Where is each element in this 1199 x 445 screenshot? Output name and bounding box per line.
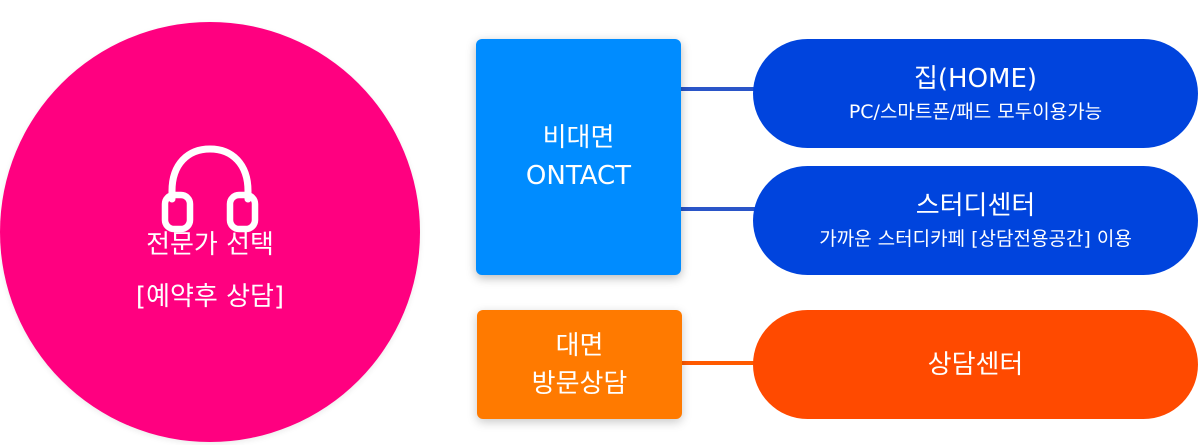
home-title: 집(HOME)	[913, 63, 1038, 94]
face-to-face-box: 대면 방문상담	[477, 310, 682, 419]
counsel-center-pill: 상담센터	[753, 310, 1198, 419]
ontact-label-english: ONTACT	[525, 161, 632, 191]
circle-subtitle: [예약후 상담]	[135, 282, 285, 312]
home-pill: 집(HOME) PC/스마트폰/패드 모두이용가능	[753, 39, 1198, 148]
home-description: PC/스마트폰/패드 모두이용가능	[848, 100, 1103, 123]
expert-selection-circle	[0, 22, 420, 442]
circle-title: 전문가 선택	[146, 230, 274, 260]
study-center-pill: 스터디센터 가까운 스터디카페 [상담전용공간] 이용	[753, 166, 1198, 275]
study-center-title: 스터디센터	[915, 190, 1036, 221]
visit-counsel-label: 방문상담	[531, 368, 628, 399]
counsel-center-title: 상담센터	[927, 349, 1024, 380]
ontact-label-korean: 비대면	[542, 123, 615, 153]
study-center-description: 가까운 스터디카페 [상담전용공간] 이용	[819, 227, 1132, 250]
face-label: 대면	[555, 330, 604, 361]
ontact-box: 비대면 ONTACT	[476, 39, 681, 275]
headphones-icon	[161, 145, 259, 233]
